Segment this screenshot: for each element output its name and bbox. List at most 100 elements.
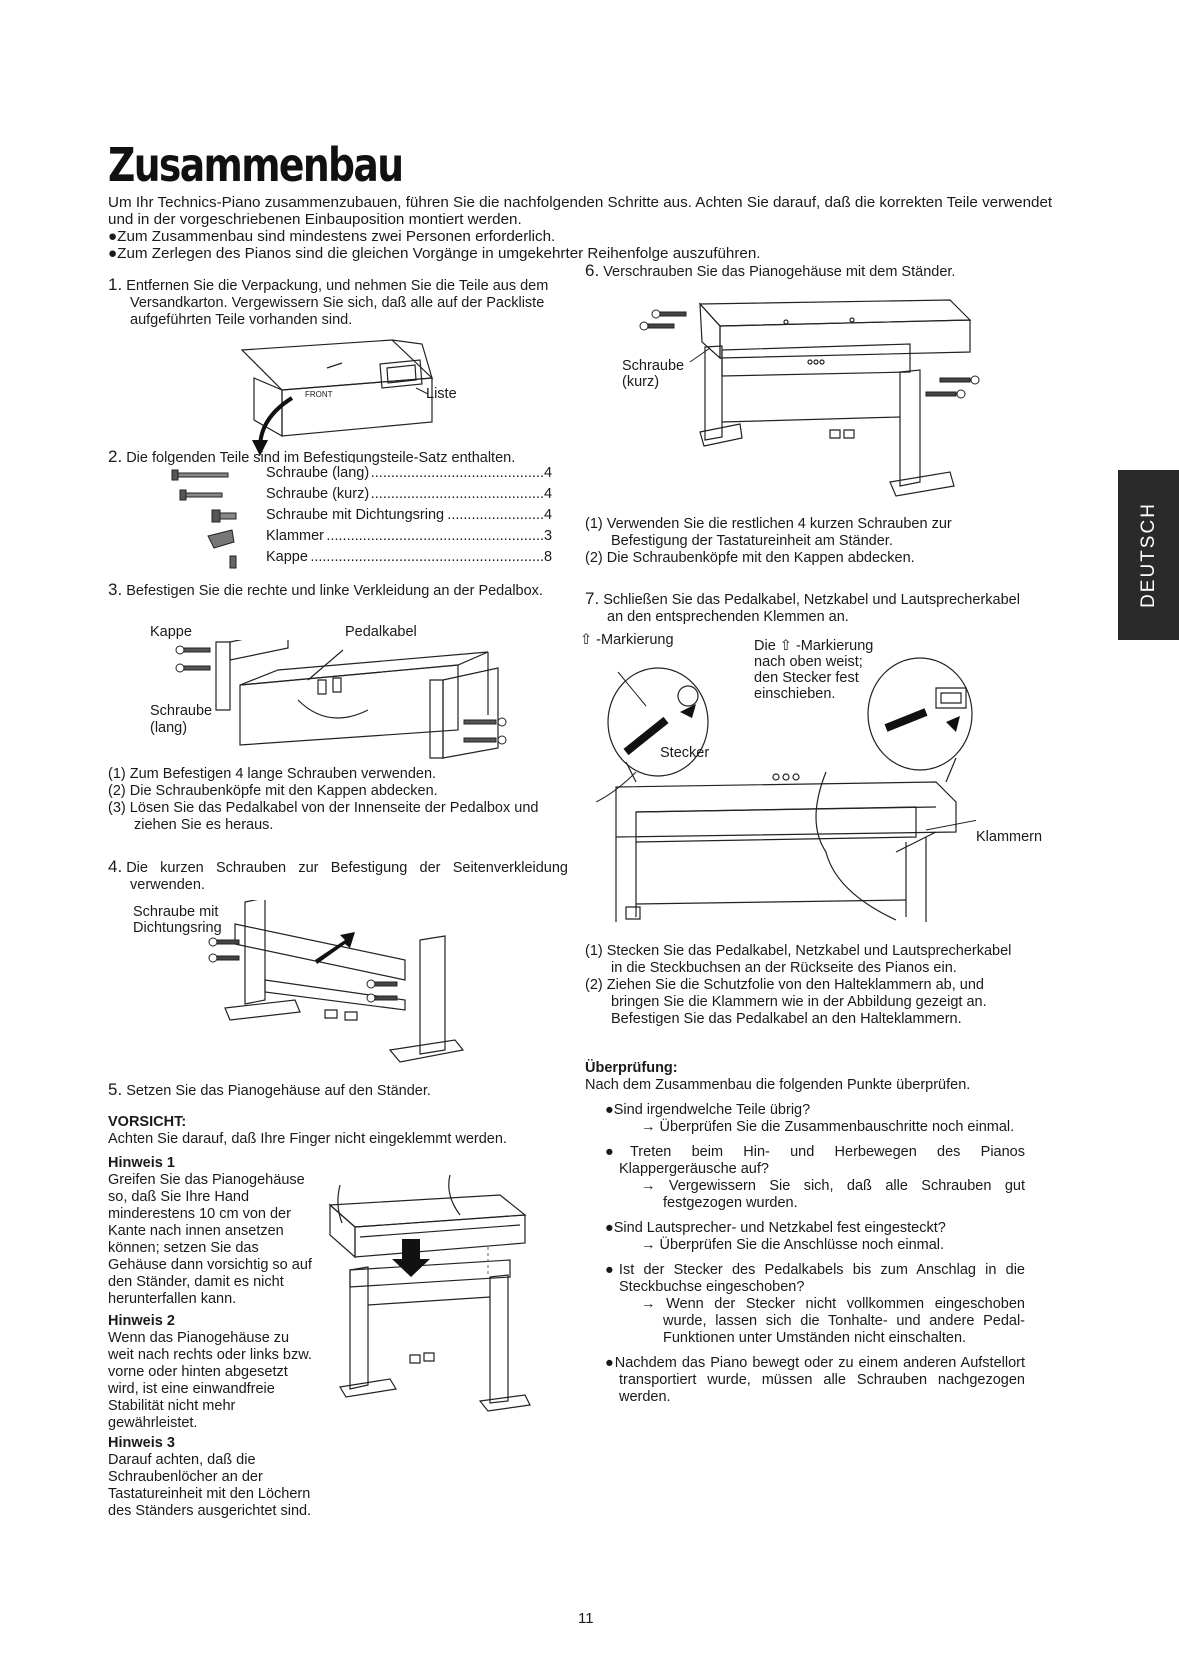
step-6-number: 6. bbox=[585, 261, 600, 280]
label-lang: (lang) bbox=[150, 720, 188, 736]
intro-bullet-1: ●Zum Zusammenbau sind mindestens zwei Pe… bbox=[108, 228, 556, 245]
part-row: ........................................… bbox=[266, 547, 566, 568]
step-2-text: Die folgenden Teile sind im Befestigungs… bbox=[126, 450, 516, 466]
check-question: ●Treten beim Hin- und Herbewegen des Pia… bbox=[605, 1144, 1025, 1177]
step-3: 3.Befestigen Sie die rechte und linke Ve… bbox=[108, 581, 568, 600]
step-4-number: 4. bbox=[108, 857, 123, 876]
intro: Um Ihr Technics-Piano zusammenzubauen, f… bbox=[108, 194, 1068, 262]
label-pedalkabel: Pedalkabel bbox=[345, 624, 417, 640]
check-section: Überprüfung: Nach dem Zusammenbau die fo… bbox=[585, 1060, 1025, 1406]
step-5-text: Setzen Sie das Pianogehäuse auf den Stän… bbox=[126, 1083, 431, 1099]
cable-connection-illustration bbox=[596, 652, 976, 932]
note: (2) Die Schraubenköpfe mit den Kappen ab… bbox=[108, 783, 438, 799]
step-7-notes: (1) Stecken Sie das Pedalkabel, Netzkabe… bbox=[585, 943, 1025, 1028]
note: (2) Die Schraubenköpfe mit den Kappen ab… bbox=[585, 550, 915, 566]
hint-text: Darauf achten, daß die Schraubenlöcher a… bbox=[108, 1452, 312, 1519]
label-kappe: Kappe bbox=[150, 624, 192, 640]
step-3-text: Befestigen Sie die rechte und linke Verk… bbox=[126, 583, 543, 599]
check-question: ●Nachdem das Piano bewegt oder zu einem … bbox=[605, 1355, 1025, 1405]
hint-text: Greifen Sie das Pianogehäuse so, daß Sie… bbox=[108, 1172, 312, 1307]
label-markierung: ⇧ -Markierung bbox=[580, 632, 674, 648]
check-title: Überprüfung: bbox=[585, 1060, 678, 1076]
part-name: Schraube (kurz) bbox=[266, 484, 372, 505]
page-number: 11 bbox=[578, 1610, 594, 1627]
caution: VORSICHT: Achten Sie darauf, daß Ihre Fi… bbox=[108, 1114, 568, 1148]
caution-text: Achten Sie darauf, daß Ihre Finger nicht… bbox=[108, 1131, 507, 1147]
note: (1) Zum Befestigen 4 lange Schrauben ver… bbox=[108, 766, 437, 782]
hint-1: Hinweis 1 Greifen Sie das Pianogehäuse s… bbox=[108, 1155, 316, 1308]
intro-bullet-2: ●Zum Zerlegen des Pianos sind die gleich… bbox=[108, 245, 761, 262]
label-schraube: Schraube bbox=[150, 703, 213, 719]
label-schraube-6: Schraube bbox=[622, 358, 685, 374]
part-qty: 8 bbox=[544, 547, 553, 568]
step-3-notes: (1) Zum Befestigen 4 lange Schrauben ver… bbox=[108, 766, 568, 834]
step-7-number: 7. bbox=[585, 589, 600, 608]
check-answer: → Wenn der Stecker nicht vollkommen eing… bbox=[641, 1296, 1025, 1346]
part-row: ........................................… bbox=[266, 463, 566, 484]
hint-title: Hinweis 3 bbox=[108, 1435, 175, 1451]
part-name: Kappe bbox=[266, 547, 310, 568]
note: (1) Verwenden Sie die restlichen 4 kurze… bbox=[585, 516, 952, 549]
check-answer: → Überprüfen Sie die Zusammenbauschritte… bbox=[641, 1119, 1015, 1135]
label-klammern: Klammern bbox=[976, 829, 1043, 845]
parts-list: ........................................… bbox=[266, 463, 566, 568]
step-1: 1.Entfernen Sie die Verpackung, und nehm… bbox=[108, 276, 568, 329]
connector-note-line: nach oben weist; bbox=[754, 654, 863, 670]
step-4: 4.Die kurzen Schrauben zur Befestigung d… bbox=[108, 858, 568, 894]
step-7-text: Schließen Sie das Pedalkabel, Netzkabel … bbox=[603, 592, 1020, 625]
step-7: 7.Schließen Sie das Pedalkabel, Netzkabe… bbox=[585, 590, 1025, 626]
step-3-number: 3. bbox=[108, 580, 123, 599]
connector-note-line: einschieben. bbox=[754, 686, 836, 702]
part-qty: 4 bbox=[544, 484, 553, 505]
step-6: 6.Verschrauben Sie das Pianogehäuse mit … bbox=[585, 262, 1025, 281]
part-name: Klammer bbox=[266, 526, 327, 547]
stand-side-illustration bbox=[205, 900, 475, 1080]
label-liste: Liste bbox=[426, 386, 457, 402]
page-title: Zusammenbau bbox=[108, 138, 404, 192]
parts-icons bbox=[170, 468, 260, 578]
label-schraube-mit: Schraube mit bbox=[133, 904, 219, 920]
note: (1) Stecken Sie das Pedalkabel, Netzkabe… bbox=[585, 943, 1012, 976]
box-illustration bbox=[232, 338, 482, 456]
step-5: 5.Setzen Sie das Pianogehäuse auf den St… bbox=[108, 1081, 568, 1100]
label-dichtungsring: Dichtungsring bbox=[133, 920, 222, 936]
part-name: Schraube (lang) bbox=[266, 463, 372, 484]
part-row: ........................................… bbox=[266, 505, 566, 526]
part-qty: 4 bbox=[544, 463, 553, 484]
language-tab-label: DEUTSCH bbox=[1137, 502, 1159, 608]
hint-text: Wenn das Pianogehäuse zu weit nach recht… bbox=[108, 1330, 312, 1431]
part-row: ........................................… bbox=[266, 484, 566, 505]
label-front: FRONT bbox=[305, 390, 333, 399]
step-4-text: Die kurzen Schrauben zur Befestigung der… bbox=[126, 860, 568, 893]
check-answer: → Überprüfen Sie die Anschlüsse noch ein… bbox=[641, 1237, 945, 1253]
check-question: ●Sind irgendwelche Teile übrig? bbox=[605, 1102, 811, 1118]
step-1-text: Entfernen Sie die Verpackung, und nehmen… bbox=[126, 278, 549, 328]
check-question: ●Sind Lautsprecher- und Netzkabel fest e… bbox=[605, 1220, 946, 1236]
hint-title: Hinweis 2 bbox=[108, 1313, 175, 1329]
part-qty: 3 bbox=[544, 526, 553, 547]
check-question: ●Ist der Stecker des Pedalkabels bis zum… bbox=[605, 1262, 1025, 1295]
step-6-notes: (1) Verwenden Sie die restlichen 4 kurze… bbox=[585, 516, 1025, 567]
step-2: 2.Die folgenden Teile sind im Befestigun… bbox=[108, 448, 568, 467]
note: (2) Ziehen Sie die Schutzfolie von den H… bbox=[585, 977, 987, 1027]
connector-note: Die ⇧ -Markierung nach oben weist; den S… bbox=[754, 638, 914, 702]
step-5-number: 5. bbox=[108, 1080, 123, 1099]
hint-3: Hinweis 3 Darauf achten, daß die Schraub… bbox=[108, 1435, 323, 1520]
check-answer: → Vergewissern Sie sich, daß alle Schrau… bbox=[641, 1178, 1025, 1211]
check-intro: Nach dem Zusammenbau die folgenden Punkt… bbox=[585, 1077, 971, 1093]
part-row: ........................................… bbox=[266, 526, 566, 547]
hint-title: Hinweis 1 bbox=[108, 1155, 175, 1171]
pedalbox-illustration bbox=[168, 640, 538, 790]
part-name: Schraube mit Dichtungsring bbox=[266, 505, 447, 526]
piano-lift-illustration bbox=[320, 1165, 535, 1420]
language-tab: DEUTSCH bbox=[1118, 470, 1179, 640]
label-stecker: Stecker bbox=[660, 745, 710, 761]
hint-2: Hinweis 2 Wenn das Pianogehäuse zu weit … bbox=[108, 1313, 313, 1432]
piano-stand-illustration bbox=[630, 292, 1000, 500]
step-1-number: 1. bbox=[108, 275, 123, 294]
label-kurz: (kurz) bbox=[622, 374, 660, 390]
part-qty: 4 bbox=[544, 505, 553, 526]
intro-text: Um Ihr Technics-Piano zusammenzubauen, f… bbox=[108, 194, 1053, 228]
step-2-number: 2. bbox=[108, 447, 123, 466]
step-6-text: Verschrauben Sie das Pianogehäuse mit de… bbox=[603, 264, 956, 280]
